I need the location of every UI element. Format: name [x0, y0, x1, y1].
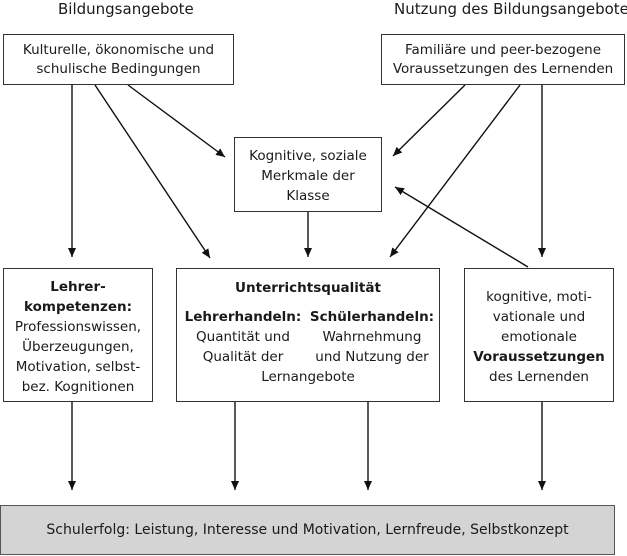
footer-school-success: Schulerfolg: Leistung, Interesse und Mot… [0, 505, 615, 555]
box-learner-prerequisites: kognitive, moti- vationale und emotional… [464, 268, 614, 402]
quality-left-line: Quantität und [196, 329, 290, 345]
box-familial-line: Familiäre und peer-bezogene [405, 42, 601, 58]
box-class-line: Merkmale der [261, 168, 355, 184]
teacher-body-line: Motivation, selbst- [15, 359, 141, 375]
arrow-cultural-to-class [127, 84, 226, 158]
quality-bottom-label: Lernangebote [261, 369, 355, 385]
box-teacher-competencies: Lehrer- kompetenzen: Professionswissen, … [3, 268, 153, 402]
arrow-familial-to-class [392, 84, 466, 157]
quality-right-title: Schülerhandeln: [309, 309, 435, 325]
arrow-cultural-to-quality [94, 84, 211, 259]
teacher-title-line: Lehrer- [50, 279, 106, 295]
quality-left-line: Qualität der [202, 349, 284, 365]
learner-line: vationale und [492, 309, 586, 325]
box-cultural-conditions: Kulturelle, ökonomische und schulische B… [3, 34, 234, 85]
box-cultural-line: Kulturelle, ökonomische und [22, 42, 215, 58]
box-class-line: Kognitive, soziale [249, 148, 367, 164]
arrow-familial-to-quality [389, 84, 521, 258]
quality-student-action: Schülerhandeln: Wahrnehmung und Nutzung … [307, 307, 437, 367]
quality-teacher-action: Lehrerhandeln: Quantität und Qualität de… [183, 307, 303, 367]
box-class-characteristics: Kognitive, soziale Merkmale der Klasse [234, 137, 382, 212]
heading-bildungsangebote: Bildungsangebote [58, 0, 194, 18]
quality-right-line: und Nutzung der [315, 349, 429, 365]
teacher-title-line: kompetenzen: [23, 299, 133, 315]
quality-title: Unterrichtsqualität [235, 280, 381, 296]
box-teaching-quality: Unterrichtsqualität Lehrerhandeln: Quant… [176, 268, 440, 402]
heading-nutzung: Nutzung des Bildungsangebotes [394, 0, 627, 18]
quality-right-line: Wahrnehmung [322, 329, 422, 345]
learner-line: des Lernenden [489, 369, 589, 385]
teacher-body-line: Professionswissen, [14, 319, 142, 335]
learner-line: kognitive, moti- [486, 289, 592, 305]
box-cultural-line: schulische Bedingungen [36, 61, 201, 77]
teacher-body-line: bez. Kognitionen [21, 379, 135, 395]
learner-line: emotionale [501, 329, 577, 345]
box-class-line: Klasse [286, 188, 330, 204]
quality-left-title: Lehrerhandeln: [184, 309, 302, 325]
learner-bold-line: Voraussetzungen [473, 349, 605, 365]
box-familial-line: Voraussetzungen des Lernenden [392, 61, 614, 77]
box-familial-conditions: Familiäre und peer-bezogene Voraussetzun… [381, 34, 625, 85]
teacher-body-line: Überzeugungen, [22, 339, 134, 355]
arrow-learner-to-class [394, 186, 529, 268]
